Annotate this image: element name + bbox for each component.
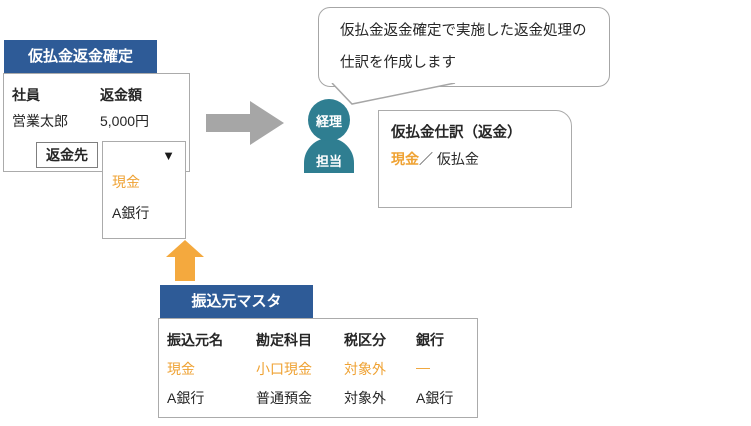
cell-bank: — (416, 359, 430, 375)
amount-value: 5,000円 (100, 113, 150, 129)
cell-tax-category: 対象外 (344, 361, 386, 377)
journal-credit-account: 仮払金 (436, 151, 479, 167)
speech-bubble-line1: 仮払金返金確定で実施した返金処理の (340, 23, 587, 39)
col-header-source-name: 振込元名 (167, 332, 223, 348)
accounting-staff-icon: 経理 (308, 99, 350, 141)
refund-panel-title: 仮払金返金確定 (4, 40, 157, 73)
speech-bubble-tail (331, 83, 456, 105)
journal-separator: ／ (419, 151, 437, 167)
table-row: A銀行 普通預金 対象外 A銀行 (167, 388, 476, 408)
accounting-staff-body: 担当 (304, 138, 354, 173)
cell-source-name: A銀行 (167, 390, 205, 406)
col-header-account: 勘定科目 (256, 332, 312, 348)
chevron-down-icon[interactable]: ▼ (162, 148, 175, 163)
transfer-source-master-title: 振込元マスタ (160, 285, 313, 318)
journal-entry-title: 仮払金仕訳（返金） (391, 125, 522, 141)
table-row: 現金 小口現金 対象外 — (167, 359, 476, 379)
col-header-bank: 銀行 (416, 332, 444, 348)
journal-entry-box (378, 110, 572, 208)
speech-bubble: 仮払金返金確定で実施した返金処理の 仕訳を作成します (318, 7, 610, 87)
transfer-source-master-table (158, 318, 478, 418)
employee-value: 営業太郎 (12, 113, 68, 129)
journal-entry-line: 現金／ 仮払金 (391, 149, 479, 169)
cell-account: 小口現金 (256, 361, 312, 377)
right-arrow-icon (206, 101, 284, 145)
employee-column-header: 社員 (12, 87, 40, 103)
dropdown-option-bank-a[interactable]: A銀行 (112, 205, 150, 221)
col-header-tax-category: 税区分 (344, 332, 386, 348)
cell-source-name: 現金 (167, 361, 195, 377)
journal-debit-account: 現金 (391, 151, 419, 167)
table-header-row: 振込元名 勘定科目 税区分 銀行 (167, 330, 476, 350)
cell-bank: A銀行 (416, 390, 454, 406)
cell-account: 普通預金 (256, 390, 312, 406)
dropdown-option-cash[interactable]: 現金 (112, 174, 140, 190)
refund-destination-dropdown[interactable]: ▼ 現金 A銀行 (102, 141, 186, 239)
speech-bubble-line2: 仕訳を作成します (340, 55, 456, 71)
refund-destination-label: 返金先 (36, 142, 98, 168)
up-arrow-icon (166, 240, 204, 281)
cell-tax-category: 対象外 (344, 390, 386, 406)
amount-column-header: 返金額 (100, 87, 142, 103)
